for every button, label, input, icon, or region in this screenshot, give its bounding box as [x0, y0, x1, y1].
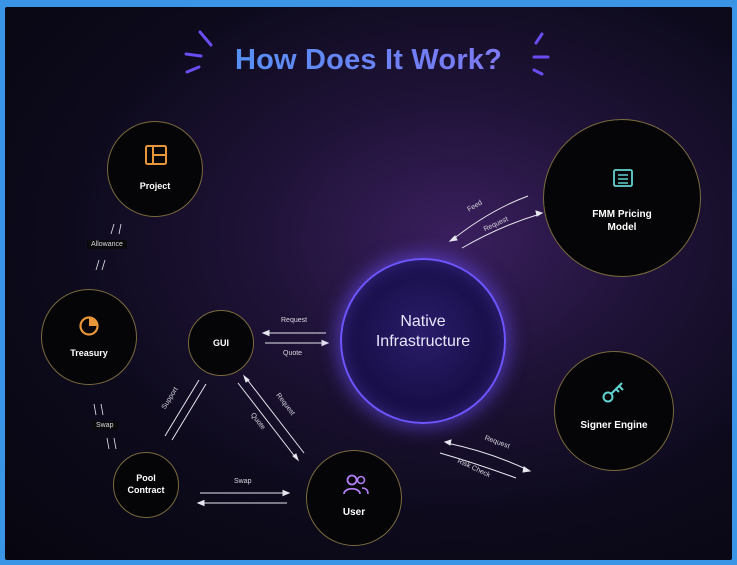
native-fmm-arrows: [448, 195, 544, 249]
title-sparks-right: [532, 32, 550, 76]
native-infrastructure-label: Native Infrastructure: [375, 313, 471, 350]
treasury-pool-arrows: [93, 403, 117, 450]
project-treasury-arrows: [95, 223, 122, 271]
pool-contract-node[interactable]: [113, 452, 179, 518]
swap-bottom-label: Swap: [234, 478, 252, 485]
pool-user-arrows: [196, 489, 291, 507]
gui-user-arrows: [237, 374, 305, 462]
page-title: How Does It Work?: [0, 44, 737, 77]
title-sparks-left: [184, 30, 213, 74]
user-label: User: [342, 507, 366, 518]
treasury-node[interactable]: [41, 289, 137, 385]
project-label: Project: [139, 181, 171, 191]
fmm-pricing-label: FMM Pricing Model: [592, 209, 652, 233]
project-node[interactable]: [107, 121, 203, 217]
gui-label: GUI: [212, 338, 229, 348]
swap-left-tag: Swap: [92, 421, 118, 430]
quote-gui-label: Quote: [283, 350, 303, 357]
gui-pool-arrows: [164, 379, 207, 441]
gui-native-arrows: [261, 329, 330, 347]
gui-node[interactable]: [188, 310, 254, 376]
pool-contract-label: Pool Contract: [127, 473, 165, 495]
native-infrastructure-node[interactable]: [340, 258, 506, 424]
native-signer-arrows: [439, 439, 532, 479]
request-gui-label: Request: [281, 317, 308, 324]
fmm-pricing-node[interactable]: [543, 119, 701, 277]
signer-engine-node[interactable]: [554, 351, 674, 471]
allowance-tag: Allowance: [87, 240, 127, 249]
user-node[interactable]: [306, 450, 402, 546]
treasury-label: Treasury: [70, 348, 108, 358]
signer-engine-label: Signer Engine: [580, 420, 648, 431]
